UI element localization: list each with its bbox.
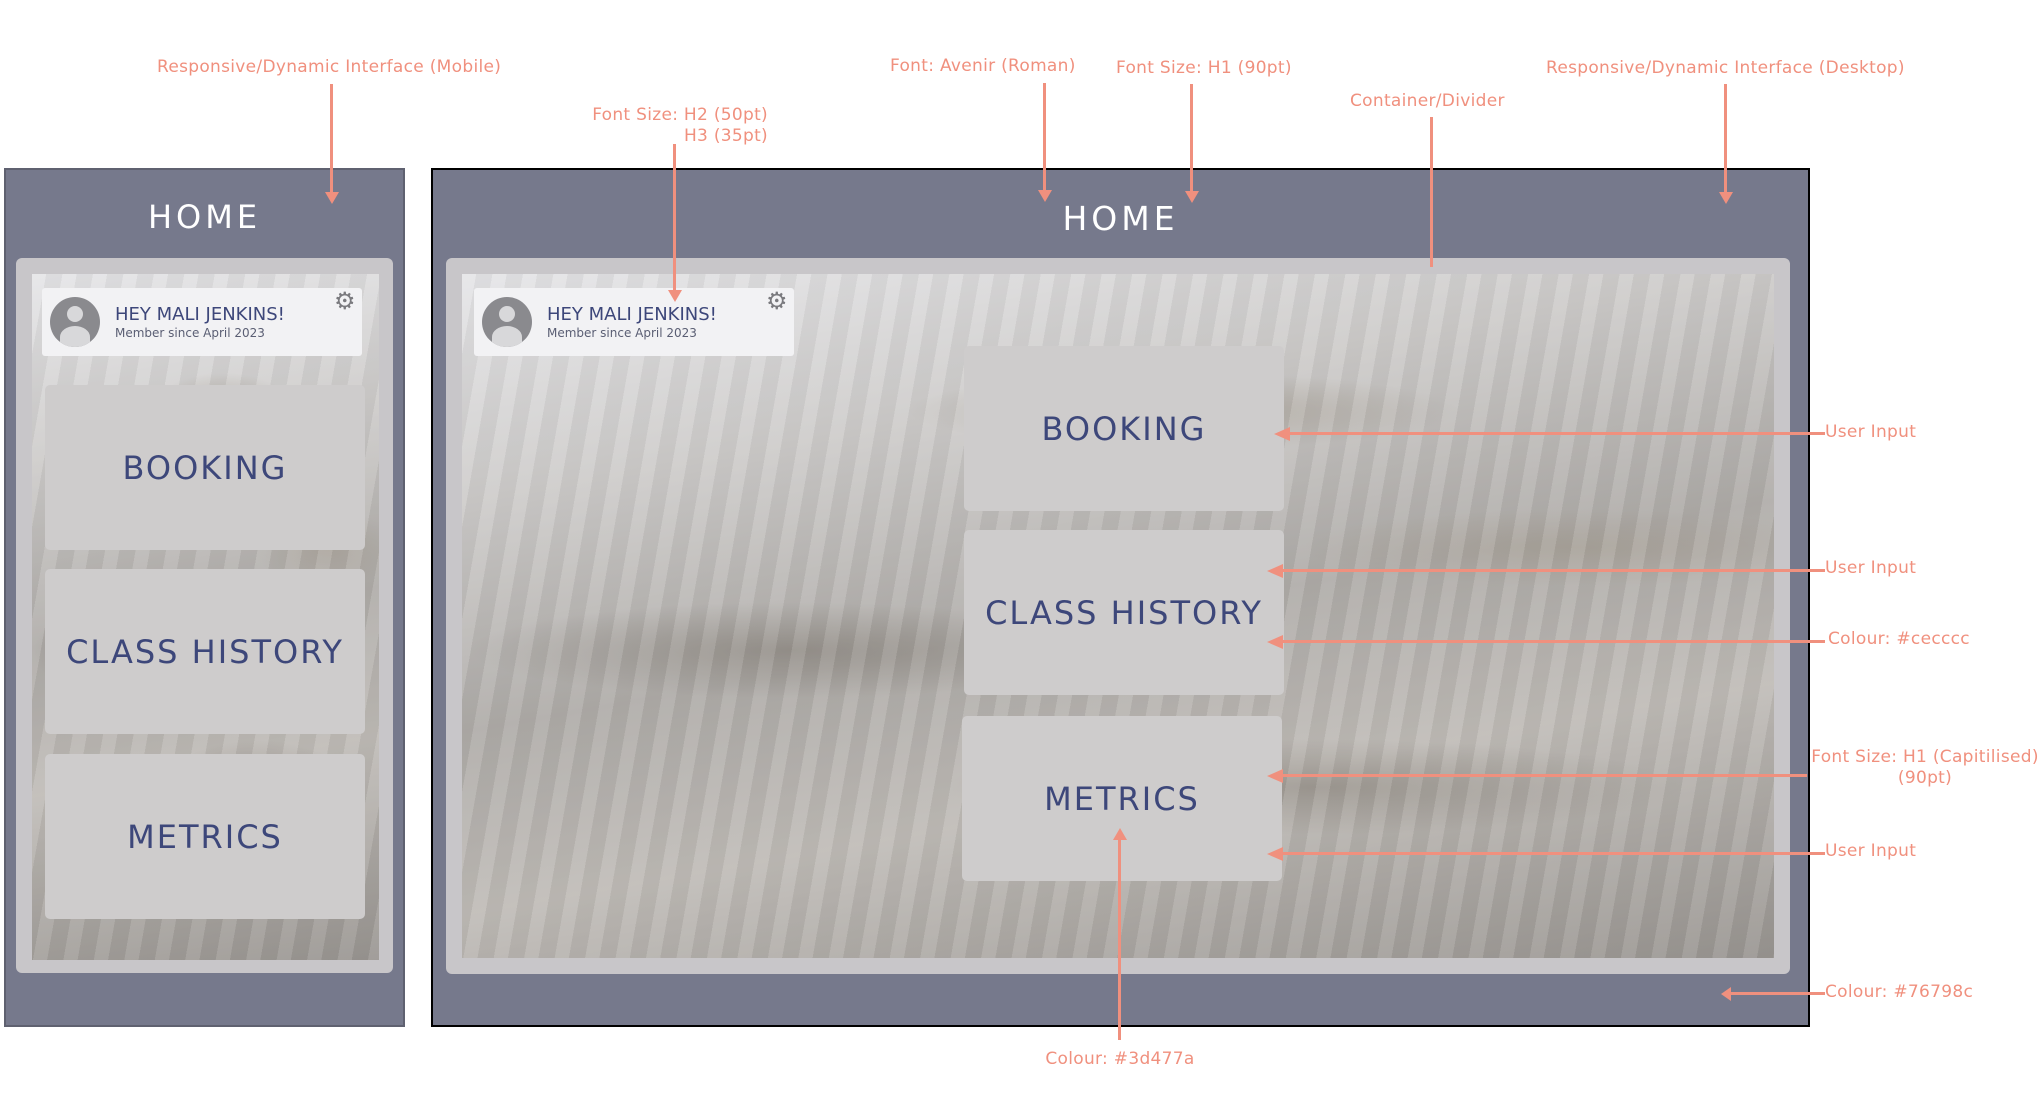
annotation-desktop-interface: Responsive/Dynamic Interface (Desktop): [1546, 58, 1905, 78]
annotation-arrow-line: [1283, 774, 1807, 777]
booking-button[interactable]: BOOKING: [964, 346, 1284, 511]
annotation-arrow-line: [1430, 117, 1433, 267]
annotation-arrow-line: [1806, 432, 1825, 435]
mobile-container: HEY MALI JENKINS! Member since April 202…: [16, 258, 393, 973]
mobile-frame: HOME HEY MALI JENKINS! Member since Apri…: [4, 168, 405, 1027]
annotation-arrow-line: [330, 84, 333, 194]
annotation-font-size-h3: H3 (35pt): [683, 126, 768, 146]
mobile-page-title: HOME: [147, 198, 262, 236]
annotation-arrowhead: [1267, 769, 1283, 783]
annotation-arrow-line: [1118, 840, 1121, 1040]
annotation-arrow-line: [1043, 83, 1046, 193]
annotation-arrowhead: [1719, 192, 1733, 204]
annotation-mobile-interface: Responsive/Dynamic Interface (Mobile): [157, 57, 502, 77]
annotation-user-input-2: User Input: [1825, 558, 1917, 578]
annotation-arrowhead: [1721, 987, 1731, 1001]
class-history-button[interactable]: CLASS HISTORY: [45, 569, 365, 734]
mobile-profile-card[interactable]: HEY MALI JENKINS! Member since April 202…: [42, 288, 362, 356]
metrics-button[interactable]: METRICS: [45, 754, 365, 919]
desktop-profile-card[interactable]: HEY MALI JENKINS! Member since April 202…: [474, 288, 794, 356]
annotation-arrow-line: [1290, 432, 1815, 435]
annotation-font-size-h1-caps: Font Size: H1 (Capitilised): [1811, 747, 2039, 767]
profile-greeting: HEY MALI JENKINS!: [547, 304, 717, 325]
class-history-button[interactable]: CLASS HISTORY: [964, 530, 1284, 695]
annotation-arrow-line: [1283, 640, 1825, 643]
annotation-arrow-line: [1729, 992, 1825, 995]
annotation-arrowhead: [1038, 190, 1052, 202]
gear-icon[interactable]: ⚙: [334, 288, 356, 315]
annotation-arrow-line: [1724, 84, 1727, 194]
annotation-colour-frame: Colour: #76798c: [1825, 982, 1974, 1002]
annotation-arrowhead: [1274, 427, 1290, 441]
metrics-button[interactable]: METRICS: [962, 716, 1282, 881]
booking-button[interactable]: BOOKING: [45, 385, 365, 550]
profile-member-since: Member since April 2023: [115, 326, 265, 340]
annotation-arrowhead: [1267, 564, 1283, 578]
annotation-arrowhead: [1113, 828, 1127, 840]
gear-icon[interactable]: ⚙: [766, 288, 788, 315]
annotation-arrowhead: [1267, 635, 1283, 649]
annotation-arrowhead: [1267, 847, 1283, 861]
desktop-page-title: HOME: [1062, 199, 1179, 238]
profile-member-since: Member since April 2023: [547, 326, 697, 340]
annotation-arrow-line: [673, 144, 676, 294]
annotation-arrow-line: [1283, 852, 1825, 855]
annotation-arrowhead: [668, 290, 682, 302]
annotation-font-family: Font: Avenir (Roman): [890, 56, 1076, 76]
annotation-arrow-line: [1190, 84, 1193, 194]
annotation-font-size-h1: Font Size: H1 (90pt): [1116, 58, 1292, 78]
annotation-font-size-h1-caps-pt: (90pt): [1897, 768, 1953, 788]
annotation-arrowhead: [1185, 191, 1199, 203]
user-avatar-icon: [482, 297, 532, 347]
annotation-user-input-1: User Input: [1825, 422, 1917, 442]
annotation-container-divider: Container/Divider: [1350, 91, 1505, 111]
annotation-user-input-3: User Input: [1825, 841, 1917, 861]
annotation-arrowhead: [325, 192, 339, 204]
user-avatar-icon: [50, 297, 100, 347]
annotation-arrow-line: [1283, 569, 1825, 572]
profile-greeting: HEY MALI JENKINS!: [115, 304, 285, 325]
annotation-colour-text: Colour: #3d477a: [1045, 1049, 1195, 1069]
annotation-font-size-h2: Font Size: H2 (50pt): [592, 105, 768, 125]
annotation-colour-tile: Colour: #cecccc: [1828, 629, 1970, 649]
